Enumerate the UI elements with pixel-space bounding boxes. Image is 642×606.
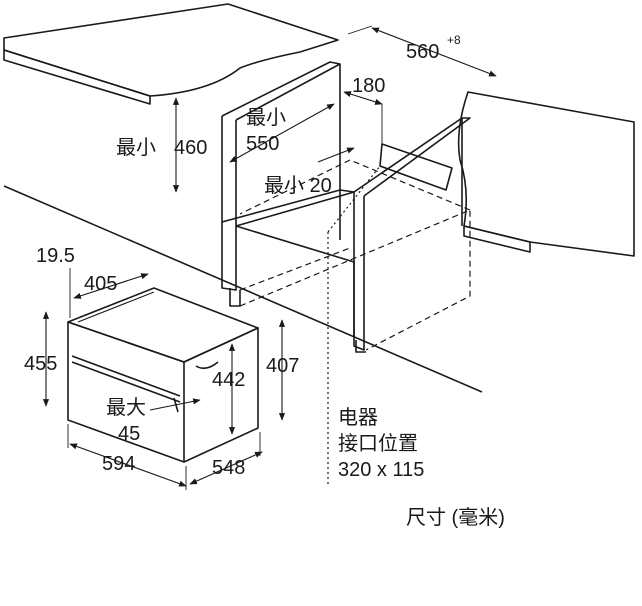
oven-max-prefix: 最大 bbox=[106, 396, 146, 419]
dim-oven-depth: 548 bbox=[189, 432, 263, 485]
oven-height-label: 455 bbox=[24, 353, 57, 375]
oven-offset-label: 19.5 bbox=[36, 245, 75, 267]
connection-line1: 电器 bbox=[338, 406, 378, 429]
dim-height-min: 最小 460 bbox=[116, 97, 207, 193]
connection-callout: 电器 接口位置 320 x 115 bbox=[327, 165, 424, 486]
height-min-value: 460 bbox=[174, 137, 207, 159]
cabinet-niche bbox=[3, 61, 483, 393]
depth-opening-label: 560 bbox=[406, 41, 439, 63]
connection-line2: 接口位置 bbox=[338, 432, 418, 455]
oven-depth-label: 548 bbox=[212, 457, 245, 479]
dim-width-min: 最小 550 bbox=[229, 103, 335, 163]
dim-oven-width: 594 bbox=[67, 424, 187, 490]
oven-max-value: 45 bbox=[118, 423, 140, 445]
oven-inner-height-label: 442 bbox=[212, 369, 245, 391]
dim-oven-inner-height: 442 bbox=[212, 343, 245, 435]
countertop-left bbox=[3, 3, 339, 105]
dim-oven-offset: 19.5 bbox=[36, 245, 75, 318]
height-min-prefix: 最小 bbox=[116, 136, 156, 159]
dim-depth-opening: 560 +8 bbox=[347, 25, 497, 77]
width-min-value: 550 bbox=[246, 133, 279, 155]
dim-oven-body-height: 407 bbox=[266, 319, 299, 421]
gap-min-label: 最小 20 bbox=[264, 174, 332, 197]
dim-gap-min: 最小 20 bbox=[264, 147, 355, 197]
countertop-right bbox=[457, 91, 635, 257]
oven-inner-width-label: 405 bbox=[84, 273, 117, 295]
oven-width-label: 594 bbox=[102, 453, 135, 475]
gap-top-label: 180 bbox=[352, 75, 385, 97]
dim-oven-inner-width: 405 bbox=[73, 273, 149, 299]
dim-oven-height: 455 bbox=[24, 311, 57, 407]
depth-tolerance-label: +8 bbox=[447, 33, 461, 47]
dim-gap-top: 180 bbox=[343, 75, 385, 144]
connection-line3: 320 x 115 bbox=[338, 459, 424, 481]
width-min-prefix: 最小 bbox=[246, 106, 286, 129]
dim-oven-max: 最大 45 bbox=[106, 396, 201, 445]
units-caption: 尺寸 (毫米) bbox=[406, 506, 505, 529]
oven-body-height-label: 407 bbox=[266, 355, 299, 377]
